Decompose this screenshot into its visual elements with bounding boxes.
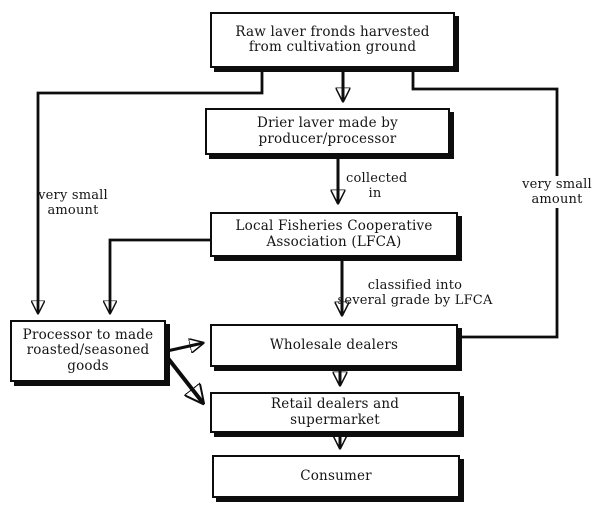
edge-label-very-small-amount-left: very small amount: [38, 188, 108, 219]
edge-label-collected-in: collected in: [346, 171, 408, 202]
node-text-line: supermarket: [290, 411, 380, 428]
node-text-line: goods: [67, 357, 109, 374]
edge-lfca-to-processor: [110, 238, 210, 313]
node-text-line: Wholesale dealers: [269, 336, 399, 353]
edge-processor-to-retail: [165, 355, 203, 403]
node-text-line: Processor to made: [22, 327, 154, 344]
node-text-line: roasted/seasoned: [26, 342, 150, 359]
node-text-line: Retail dealers and: [270, 396, 400, 413]
edge-label-classified-grade: classified into several grade by LFCA: [337, 278, 493, 309]
node-drier-laver: Drier laver made by producer/processor: [205, 108, 450, 155]
node-text-line: Consumer: [300, 467, 372, 484]
edge-processor-to-wholesale: [166, 343, 203, 351]
node-raw-laver-harvested: Raw laver fronds harvested from cultivat…: [210, 12, 455, 68]
node-text-line: Raw laver fronds harvested: [235, 23, 430, 40]
edge-label-very-small-amount-right: very small amount: [522, 176, 592, 209]
node-text-line: Drier laver made by: [257, 115, 398, 132]
node-retail-dealers: Retail dealers and supermarket: [210, 392, 460, 433]
node-lfca: Local Fisheries Cooperative Association …: [210, 212, 458, 257]
node-text-line: Association (LFCA): [266, 233, 402, 250]
node-processor-roasted-goods: Processor to made roasted/seasoned goods: [10, 320, 166, 382]
node-text-line: Local Fisheries Cooperative: [235, 218, 433, 235]
node-text-line: producer/processor: [258, 130, 397, 147]
node-consumer: Consumer: [212, 455, 460, 498]
node-wholesale-dealers: Wholesale dealers: [210, 324, 458, 367]
node-text-line: from cultivation ground: [248, 39, 417, 55]
